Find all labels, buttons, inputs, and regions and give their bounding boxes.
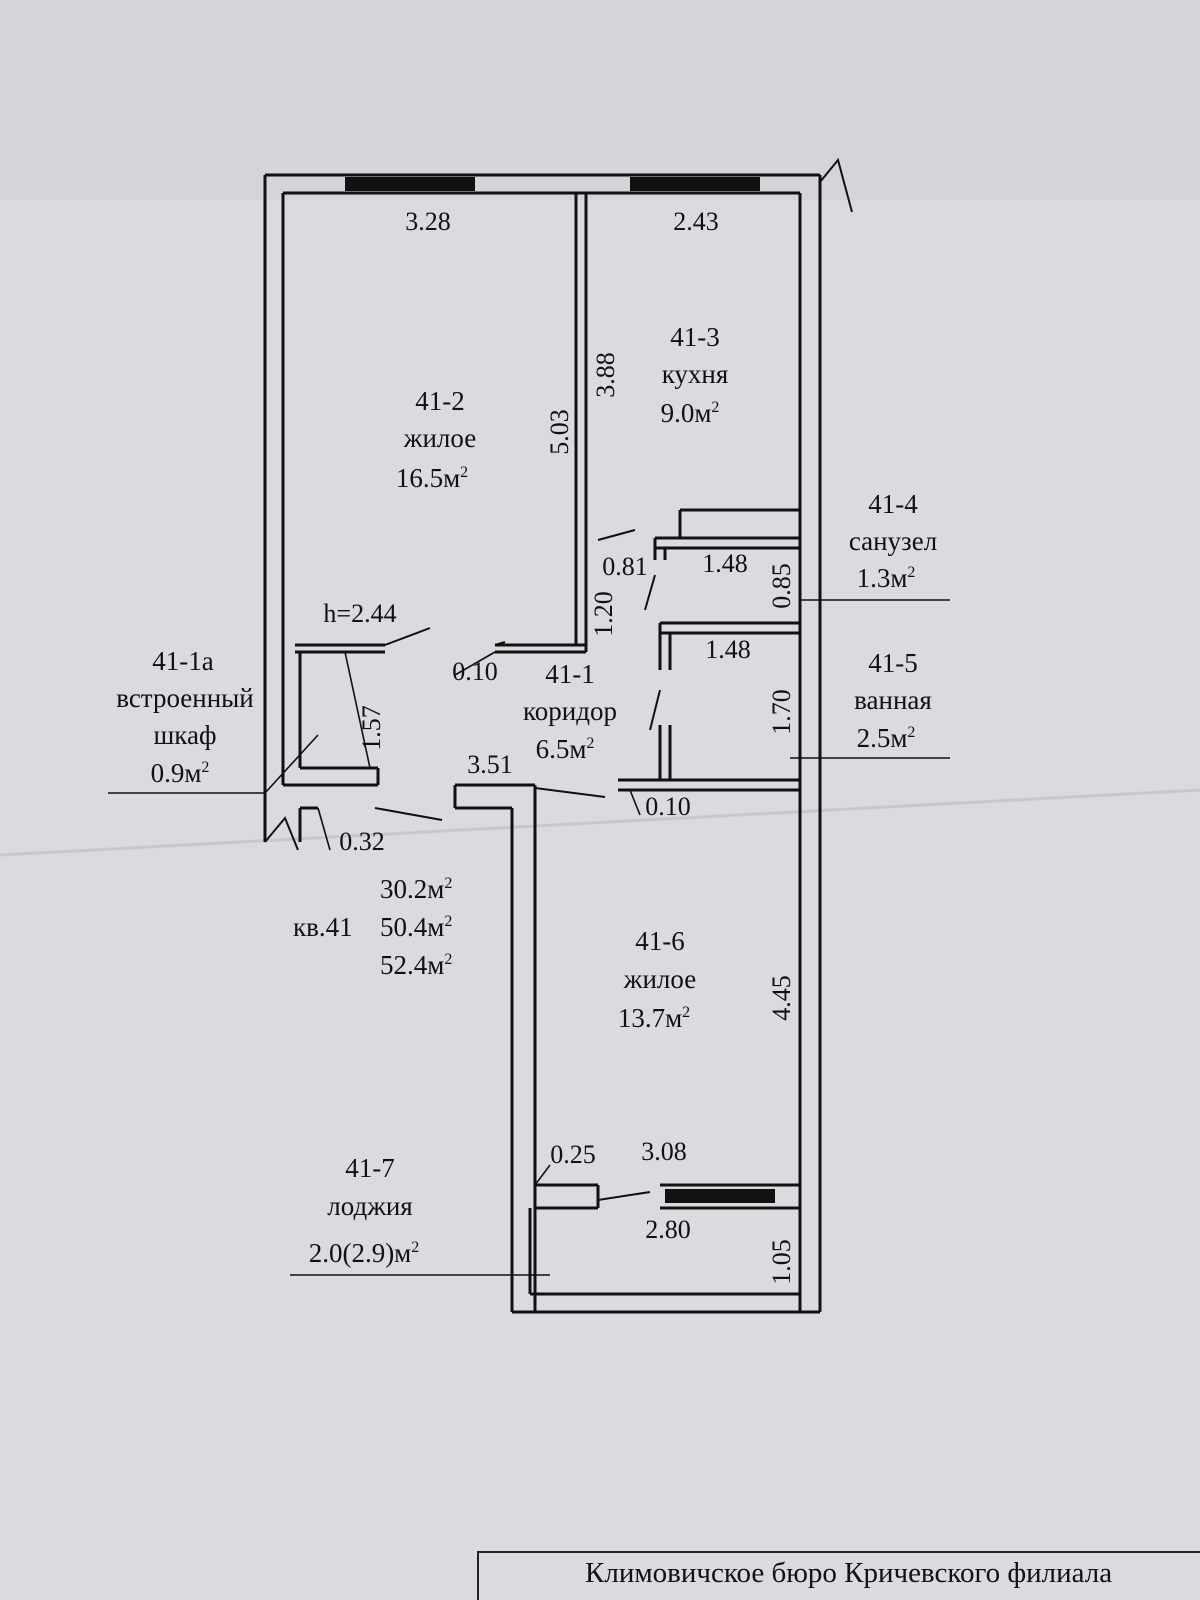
bureau-stamp: Климовичское бюро Кричевского филиала: [477, 1551, 1200, 1600]
dim-loggia-depth: 1.05: [767, 1239, 796, 1285]
room-41-1-name: коридор: [523, 696, 617, 726]
room-41-1-label: 41-1 коридор 6.5м2: [523, 659, 617, 764]
dim-closet-depth: 1.57: [357, 705, 386, 751]
dim-room-41-6-height: 4.45: [767, 975, 796, 1021]
room-41-5-id: 41-5: [868, 648, 918, 678]
room-41-4-area: 1.3м: [857, 563, 908, 593]
dim-corridor-length: 3.51: [467, 750, 513, 779]
svg-text:2.5м2: 2.5м2: [857, 723, 916, 753]
doors: [374, 529, 661, 1201]
room-41-7-id: 41-7: [345, 1153, 395, 1183]
room-41-6-id: 41-6: [635, 926, 685, 956]
room-41-1-id: 41-1: [545, 659, 595, 689]
dimension-labels: 3.28 2.43 5.03 3.88 0.81 1.48 0.85 1.48 …: [323, 207, 796, 1285]
dim-room-41-3-height: 3.88: [591, 352, 620, 398]
room-41-3-area: 9.0м: [661, 398, 712, 428]
dim-top-right: 2.43: [673, 207, 719, 236]
room-41-1a-name-line2: шкаф: [154, 720, 217, 750]
room-41-2-name: жилое: [403, 423, 476, 453]
room-41-7-label: 41-7 лоджия 2.0(2.9)м2: [309, 1153, 420, 1268]
svg-text:0.9м2: 0.9м2: [151, 758, 210, 788]
room-41-2-area: 16.5м: [396, 463, 460, 493]
room-41-3-id: 41-3: [670, 322, 720, 352]
dim-room-41-2-height: 5.03: [545, 409, 574, 455]
room-41-2-label: 41-2 жилое 16.5м2: [396, 386, 476, 493]
room-41-3-name: кухня: [662, 359, 729, 389]
dim-loggia-wall: 0.25: [550, 1140, 596, 1169]
room-41-5-name: ванная: [854, 685, 932, 715]
room-41-4-name: санузел: [849, 526, 937, 556]
room-41-4-area-sup: 2: [907, 564, 915, 581]
dimension-leaders: [317, 651, 641, 1186]
room-41-6-name: жилое: [623, 964, 696, 994]
dim-top-left: 3.28: [405, 207, 451, 236]
dim-closet-wall: 0.32: [339, 827, 385, 856]
dim-toilet-door: 0.81: [602, 552, 648, 581]
bureau-stamp-text: Климовичское бюро Кричевского филиала: [585, 1557, 1112, 1589]
room-41-1a-name-line1: встроенный: [116, 683, 254, 713]
room-41-2-id: 41-2: [415, 386, 465, 416]
dim-loggia-width: 2.80: [645, 1215, 691, 1244]
dim-toilet-depth: 0.85: [767, 563, 796, 609]
room-41-5-label: 41-5 ванная 2.5м2: [854, 648, 932, 753]
room-41-1-area-sup: 2: [586, 735, 594, 752]
room-41-4-label: 41-4 санузел 1.3м2: [849, 489, 937, 593]
svg-text:9.0м2: 9.0м2: [661, 398, 720, 428]
room-41-7-area-sup: 2: [411, 1239, 419, 1256]
dim-corridor-passage: 1.20: [589, 591, 618, 637]
svg-text:2.0(2.9)м2: 2.0(2.9)м2: [309, 1238, 420, 1268]
room-41-1a-area-sup: 2: [201, 759, 209, 776]
room-41-6-label: 41-6 жилое 13.7м2: [618, 926, 696, 1033]
room-41-2-area-sup: 2: [460, 464, 468, 481]
apartment-summary: 30.2м2 кв.41 50.4м2 52.4м2: [293, 874, 452, 980]
walls: [263, 157, 853, 1314]
room-41-4-id: 41-4: [868, 489, 918, 519]
dim-bath-width: 1.48: [705, 635, 751, 664]
svg-text:16.5м2: 16.5м2: [396, 463, 468, 493]
room-41-5-area-sup: 2: [907, 724, 915, 741]
room-41-6-area: 13.7м: [618, 1003, 682, 1033]
room-41-1a-area: 0.9м: [151, 758, 202, 788]
room-41-1-area: 6.5м: [536, 734, 587, 764]
room-41-3-label: 41-3 кухня 9.0м2: [661, 322, 729, 428]
summary-total-area: 50.4м2: [380, 912, 452, 942]
svg-text:1.3м2: 1.3м2: [857, 563, 916, 593]
dim-ceiling-height: h=2.44: [323, 599, 396, 628]
room-41-1a-label: 41-1а встроенный шкаф 0.9м2: [116, 646, 254, 788]
summary-living-area: 30.2м2: [380, 874, 452, 904]
summary-apartment-number: кв.41: [293, 912, 353, 942]
room-41-7-name: лоджия: [327, 1191, 412, 1221]
summary-total-with-loggia: 52.4м2: [380, 950, 452, 980]
room-41-7-area: 2.0(2.9)м: [309, 1238, 412, 1268]
svg-text:6.5м2: 6.5м2: [536, 734, 595, 764]
room-41-3-area-sup: 2: [711, 399, 719, 416]
dim-partition-right: 0.10: [645, 792, 691, 821]
callout-leaders: [108, 599, 950, 1276]
dim-toilet-width: 1.48: [702, 549, 748, 578]
room-41-1a-id: 41-1а: [152, 646, 213, 676]
room-41-6-area-sup: 2: [682, 1004, 690, 1021]
dim-bath-depth: 1.70: [767, 689, 796, 735]
dim-partition-left: 0.10: [452, 657, 498, 686]
windows: [345, 177, 775, 1203]
dim-room-41-6-width: 3.08: [641, 1137, 687, 1166]
room-41-5-area: 2.5м: [857, 723, 908, 753]
svg-text:13.7м2: 13.7м2: [618, 1003, 690, 1033]
